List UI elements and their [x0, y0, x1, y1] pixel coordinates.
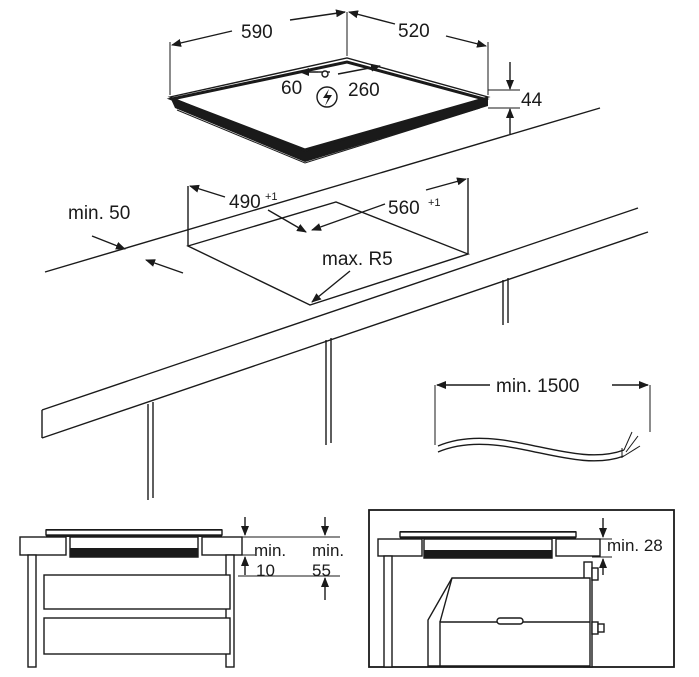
label-min-1500: min. 1500: [496, 376, 579, 397]
label-left-min-2: min.: [312, 541, 344, 560]
dimension-44: 44: [506, 62, 543, 134]
label-44: 44: [521, 90, 543, 111]
label-right-min-28: min. 28: [607, 536, 663, 555]
label-490-tolerance: +1: [265, 191, 278, 203]
power-cable: min. 1500: [434, 376, 651, 462]
label-520: 520: [398, 21, 430, 42]
dimension-490: 490 +1: [189, 184, 307, 233]
hob-3d-view: [166, 12, 520, 164]
label-60: 60: [281, 78, 302, 99]
label-left-min-1: min.: [254, 541, 286, 560]
label-left-55: 55: [312, 561, 331, 580]
label-260: 260: [348, 80, 380, 101]
section-right: min. 28: [368, 509, 675, 668]
section-left: min. 10 min. 55: [19, 517, 344, 668]
lightning-in-circle-icon: [316, 86, 338, 108]
label-min-50: min. 50: [68, 203, 130, 224]
dimension-590: 590: [171, 9, 346, 47]
worktop-3d-view: [41, 107, 649, 500]
dimension-520: 520: [348, 10, 487, 48]
label-560-tolerance: +1: [428, 197, 441, 209]
label-490: 490: [229, 192, 261, 213]
connection-point: 60 260: [281, 63, 381, 108]
dimension-min-50: min. 50: [68, 203, 184, 274]
dimension-560: 560 +1: [311, 177, 467, 231]
label-max-r5: max. R5: [322, 249, 393, 270]
label-left-10: 10: [256, 561, 275, 580]
dimension-max-r5: max. R5: [311, 249, 393, 303]
label-590: 590: [241, 22, 273, 43]
label-560: 560: [388, 198, 420, 219]
